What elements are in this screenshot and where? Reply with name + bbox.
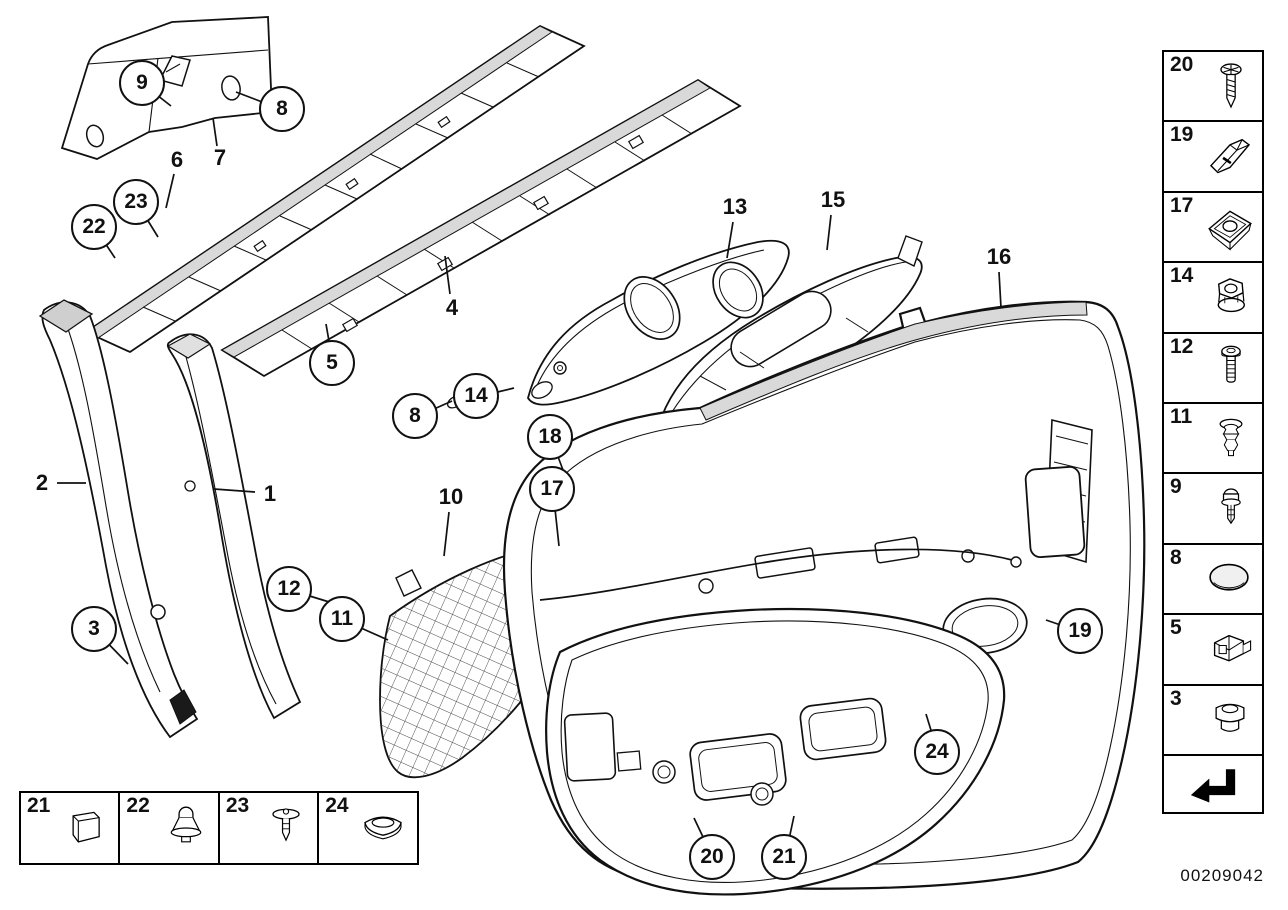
sidebar-item-8[interactable]: 8	[1162, 542, 1264, 616]
fastener-bottom-row: 21 22 23 24	[19, 791, 420, 865]
callout-5[interactable]: 5	[309, 340, 355, 386]
flange-nut-icon	[1217, 277, 1245, 312]
callout-23[interactable]: 23	[113, 179, 159, 225]
cover-plate-icon	[364, 816, 402, 840]
callout-17[interactable]: 17	[529, 466, 575, 512]
callout-18[interactable]: 18	[527, 414, 573, 460]
callout-11[interactable]: 11	[319, 596, 365, 642]
sidebar-item-number: 14	[1170, 264, 1194, 288]
callout-24[interactable]: 24	[914, 729, 960, 775]
clamp-clip-icon	[1209, 138, 1251, 174]
callout-21[interactable]: 21	[761, 834, 807, 880]
bottom-item-number: 22	[126, 794, 150, 817]
bottom-item-22[interactable]: 22	[118, 791, 221, 865]
sidebar-item-number: 11	[1170, 405, 1193, 429]
bottom-item-21[interactable]: 21	[19, 791, 121, 865]
expanding-rivet-icon	[272, 808, 300, 842]
callout-4[interactable]: 4	[445, 295, 459, 320]
speed-nut-icon	[1208, 210, 1252, 251]
sidebar-item-number: 5	[1170, 616, 1182, 640]
callout-10[interactable]: 10	[438, 484, 464, 509]
sidebar-item-number: 9	[1170, 475, 1182, 499]
part-4-trim-strip	[220, 78, 742, 378]
bottom-item-24[interactable]: 24	[317, 791, 420, 865]
bottom-item-number: 21	[27, 794, 51, 817]
expanding-rivet-icon	[1219, 418, 1243, 456]
part-lower-hatch-panel	[545, 607, 1006, 896]
sidebar-item-number: 19	[1170, 123, 1194, 147]
callout-22[interactable]: 22	[71, 204, 117, 250]
sidebar-item-17[interactable]: 17	[1162, 190, 1264, 264]
sidebar-item-5[interactable]: 5	[1162, 613, 1264, 687]
sidebar-item-9[interactable]: 9	[1162, 472, 1264, 546]
sidebar-item-number: 8	[1170, 545, 1182, 569]
fastener-sidebar: 20 19 17	[1162, 50, 1264, 815]
bottom-item-number: 23	[225, 794, 250, 817]
oval-cover-icon	[1209, 564, 1249, 591]
bracket-clip-icon	[1213, 634, 1252, 662]
sidebar-item-number: 3	[1170, 686, 1182, 710]
cover-cap-icon	[72, 811, 100, 843]
callout-19[interactable]: 19	[1057, 608, 1103, 654]
sidebar-item-number: 20	[1170, 53, 1194, 76]
sidebar-item-3[interactable]: 3	[1162, 683, 1264, 757]
diagram-code: 00209042	[1180, 866, 1264, 885]
callout-9[interactable]: 9	[119, 60, 165, 106]
sidebar-item-19[interactable]: 19	[1162, 120, 1264, 194]
continuation-arrow-icon	[1190, 769, 1236, 803]
pan-head-screw-icon	[1221, 345, 1241, 383]
callout-16[interactable]: 16	[986, 244, 1012, 269]
sidebar-item-12[interactable]: 12	[1162, 331, 1264, 405]
callout-13[interactable]: 13	[722, 194, 748, 219]
sidebar-item-11[interactable]: 11	[1162, 402, 1264, 476]
callout-1[interactable]: 1	[263, 481, 277, 506]
grommet-icon	[171, 806, 202, 843]
part-9-clip	[158, 55, 191, 87]
callout-7[interactable]: 7	[213, 145, 227, 170]
callout-14[interactable]: 14	[453, 373, 499, 419]
tapping-screw-icon	[1220, 62, 1242, 109]
bushing-icon	[1215, 703, 1245, 733]
callout-3[interactable]: 3	[71, 606, 117, 652]
plug-rivet-icon	[1221, 488, 1241, 525]
bottom-item-23[interactable]: 23	[217, 791, 320, 865]
bottom-item-number: 24	[325, 794, 349, 817]
callout-8[interactable]: 8	[259, 86, 305, 132]
sidebar-item-20[interactable]: 20	[1162, 50, 1264, 123]
callout-6[interactable]: 6	[170, 147, 184, 172]
sidebar-item-number: 12	[1170, 334, 1194, 358]
sidebar-continuation[interactable]	[1162, 754, 1264, 815]
part-13-upper-trim	[446, 239, 790, 409]
part-1-pillar-trim	[166, 333, 302, 720]
sidebar-item-number: 17	[1170, 193, 1194, 217]
callout-15[interactable]: 15	[820, 187, 846, 212]
sidebar-item-14[interactable]: 14	[1162, 261, 1264, 335]
callout-20[interactable]: 20	[689, 834, 735, 880]
callout-12[interactable]: 12	[266, 566, 312, 612]
callout-2[interactable]: 2	[35, 470, 49, 495]
callout-8[interactable]: 8	[392, 393, 438, 439]
part-2-pillar-trim	[38, 299, 199, 739]
